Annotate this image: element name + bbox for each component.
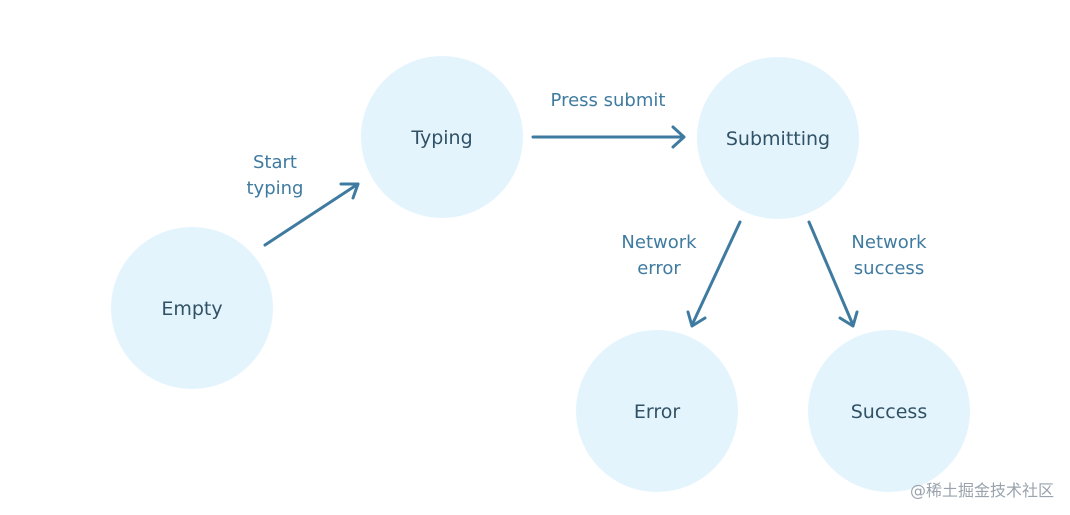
node-submitting-circle: [697, 57, 859, 219]
node-error-label: Error: [634, 401, 681, 423]
edge-network-success-arrowhead: [838, 310, 859, 328]
edge-network-success-label-line2: success: [854, 258, 924, 279]
node-typing-circle: [361, 56, 523, 218]
edge-network-error: Network error: [621, 220, 742, 328]
edge-press-submit-arrowhead: [671, 125, 686, 149]
node-error: Error: [576, 330, 738, 492]
node-success-circle: [808, 330, 970, 492]
edge-start-typing-label-line1: Start: [253, 152, 297, 173]
edge-network-error-label-line1: Network: [621, 232, 697, 253]
node-typing-label: Typing: [410, 127, 472, 149]
edge-network-success: Network success: [807, 220, 927, 328]
edge-network-error-label-line2: error: [637, 258, 681, 279]
edge-network-error-arrowhead: [686, 310, 707, 328]
node-submitting: Submitting: [697, 57, 859, 219]
edge-start-typing-line: [263, 182, 360, 247]
node-success-label: Success: [851, 401, 927, 423]
edge-press-submit: Press submit: [531, 90, 686, 149]
node-empty: Empty: [111, 227, 273, 389]
edge-start-typing: Start typing: [247, 152, 360, 247]
edge-start-typing-label-line2: typing: [247, 178, 304, 199]
node-empty-label: Empty: [161, 298, 222, 320]
edge-network-success-line: [807, 220, 855, 327]
node-error-circle: [576, 330, 738, 492]
watermark: @稀土掘金技术社区: [909, 481, 1054, 500]
node-success: Success: [808, 330, 970, 492]
edge-network-error-line: [690, 220, 742, 327]
edge-press-submit-label: Press submit: [551, 90, 666, 111]
node-empty-circle: [111, 227, 273, 389]
edge-network-success-label-line1: Network: [851, 232, 927, 253]
node-typing: Typing: [361, 56, 523, 218]
edge-start-typing-arrowhead: [339, 182, 360, 200]
node-submitting-label: Submitting: [726, 128, 830, 150]
